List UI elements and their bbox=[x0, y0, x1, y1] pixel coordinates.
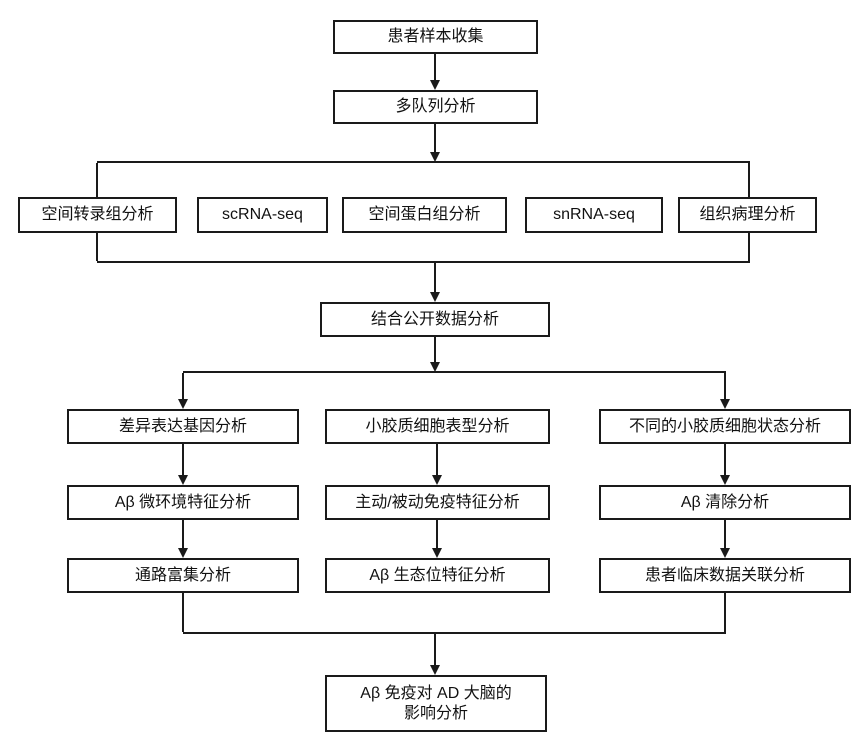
arrowhead-down-icon bbox=[430, 665, 440, 675]
node-public-data-integration: 结合公开数据分析 bbox=[320, 302, 550, 337]
connector-line bbox=[748, 163, 750, 197]
node-active-passive-immune: 主动/被动免疫特征分析 bbox=[325, 485, 550, 520]
arrowhead-down-icon bbox=[430, 292, 440, 302]
connector-line bbox=[96, 233, 98, 261]
connector-line bbox=[436, 444, 438, 475]
connector-line bbox=[182, 520, 184, 548]
connector-line bbox=[182, 593, 184, 632]
connector-line bbox=[724, 520, 726, 548]
connector-line bbox=[724, 593, 726, 632]
arrowhead-down-icon bbox=[720, 548, 730, 558]
arrowhead-down-icon bbox=[178, 399, 188, 409]
arrowhead-down-icon bbox=[178, 548, 188, 558]
node-abeta-microenvironment: Aβ 微环境特征分析 bbox=[67, 485, 299, 520]
node-patient-sample-collection: 患者样本收集 bbox=[333, 20, 538, 54]
connector-line bbox=[434, 124, 436, 152]
connector-line bbox=[436, 520, 438, 548]
connector-line bbox=[724, 444, 726, 475]
connector-line bbox=[434, 634, 436, 665]
node-final-impact: Aβ 免疫对 AD 大脑的 影响分析 bbox=[325, 675, 547, 732]
node-snrna-seq: snRNA-seq bbox=[525, 197, 663, 233]
arrowhead-down-icon bbox=[430, 152, 440, 162]
final-impact-line2: 影响分析 bbox=[403, 704, 468, 722]
arrowhead-down-icon bbox=[720, 399, 730, 409]
node-abeta-niche: Aβ 生态位特征分析 bbox=[325, 558, 550, 593]
connector-line bbox=[748, 233, 750, 261]
node-clinical-correlation: 患者临床数据关联分析 bbox=[599, 558, 851, 593]
node-histopathology: 组织病理分析 bbox=[678, 197, 817, 233]
node-spatial-proteomics: 空间蛋白组分析 bbox=[342, 197, 507, 233]
node-microglia-phenotype: 小胶质细胞表型分析 bbox=[325, 409, 550, 444]
connector-line bbox=[97, 161, 750, 163]
connector-line bbox=[724, 373, 726, 399]
connector-line bbox=[183, 371, 726, 373]
arrowhead-down-icon bbox=[178, 475, 188, 485]
arrowhead-down-icon bbox=[432, 475, 442, 485]
arrowhead-down-icon bbox=[430, 80, 440, 90]
node-pathway-enrichment: 通路富集分析 bbox=[67, 558, 299, 593]
node-deg-analysis: 差异表达基因分析 bbox=[67, 409, 299, 444]
node-multi-cohort-analysis: 多队列分析 bbox=[333, 90, 538, 124]
final-impact-line1: Aβ 免疫对 AD 大脑的 bbox=[360, 684, 512, 702]
connector-line bbox=[434, 263, 436, 292]
connector-line bbox=[183, 632, 726, 634]
connector-line bbox=[182, 444, 184, 475]
arrowhead-down-icon bbox=[720, 475, 730, 485]
node-spatial-transcriptomics: 空间转录组分析 bbox=[18, 197, 177, 233]
connector-line bbox=[96, 163, 98, 197]
connector-line bbox=[97, 261, 750, 263]
node-abeta-clearance: Aβ 清除分析 bbox=[599, 485, 851, 520]
connector-line bbox=[434, 337, 436, 362]
connector-line bbox=[434, 54, 436, 80]
node-scrna-seq: scRNA-seq bbox=[197, 197, 328, 233]
arrowhead-down-icon bbox=[432, 548, 442, 558]
node-microglia-states: 不同的小胶质细胞状态分析 bbox=[599, 409, 851, 444]
arrowhead-down-icon bbox=[430, 362, 440, 372]
connector-line bbox=[182, 373, 184, 399]
